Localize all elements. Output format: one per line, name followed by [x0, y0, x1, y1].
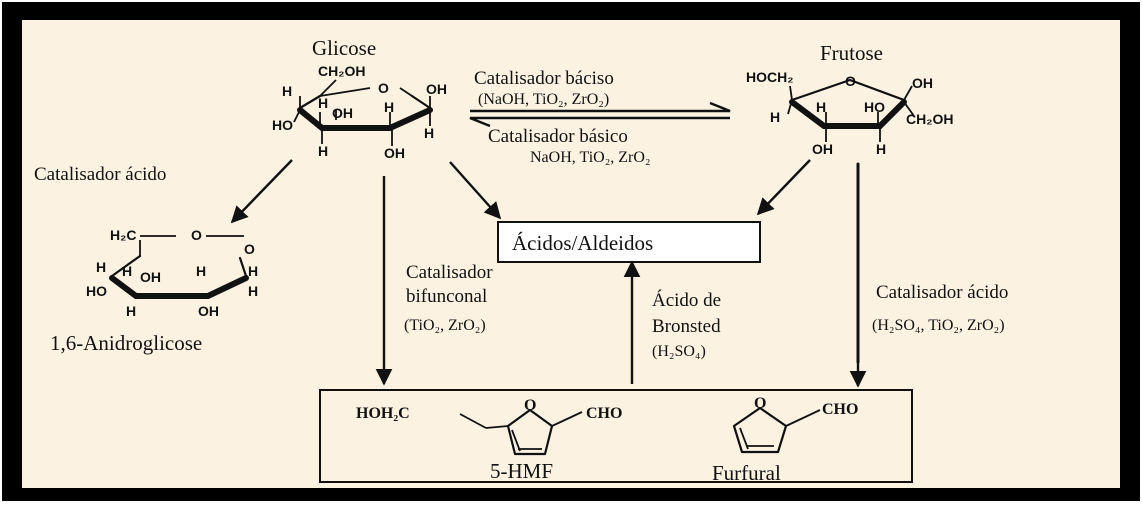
reverse-catalyst-examples: NaOH, TiO₂, ZrO₂ — [530, 149, 651, 166]
bronsted-label-1: Ácido de — [652, 289, 721, 311]
bifunctional-examples: (TiO₂, ZrO₂) — [404, 317, 486, 334]
fructose-ring-oxygen: O — [845, 73, 856, 89]
fructose-ho-c3: HO — [864, 99, 885, 115]
glucose-oh-c2: OH — [384, 145, 405, 161]
furfural-ring-oxygen: O — [754, 395, 766, 412]
arrow-glucose-to-anhydroglucose — [230, 159, 293, 224]
fructose-h-c5: H — [770, 109, 780, 125]
anhydro-h-2: H — [122, 263, 132, 279]
anhydroglucose-structure: H₂C O O H H OH HO H H H H OH 1,6-Anidrog… — [50, 227, 258, 355]
glucose-h-c5: H — [282, 83, 292, 99]
glucose-name: Glicose — [312, 36, 376, 60]
forward-catalyst-label: Catalisador báciso — [474, 68, 614, 89]
glucose-h-c1: H — [424, 125, 434, 141]
arrow-glucose-to-acids — [449, 161, 502, 220]
forward-catalyst-examples: (NaOH, TiO₂, ZrO₂) — [478, 91, 609, 108]
anhydro-ring-oxygen: O — [244, 241, 255, 257]
anhydro-h-4: H — [248, 263, 258, 279]
products-box — [319, 389, 913, 483]
fructose-ch2oh: CH₂OH — [906, 111, 953, 127]
glucose-h-c3: H — [318, 143, 328, 159]
fructose-oh-c4: OH — [812, 141, 833, 157]
arrow-fructose-to-acids — [756, 159, 811, 216]
bifunctional-label-1: Catalisador — [406, 262, 493, 283]
acids-aldehydes-label: Ácidos/Aldeidos — [512, 231, 653, 255]
bronsted-examples: (H₂SO₄) — [652, 343, 706, 360]
glucose-oh-c1: OH — [426, 81, 447, 97]
hmf-left-group: HOH₂C — [356, 405, 410, 422]
fructose-h-c3: H — [876, 141, 886, 157]
anhydro-h-1: H — [96, 259, 106, 275]
anhydroglucose-name: 1,6-Anidroglicose — [50, 331, 202, 355]
hmf-right-group: CHO — [586, 405, 622, 422]
acid-catalyst-right-examples: (H₂SO₄, TiO₂, ZrO₂) — [872, 317, 1005, 334]
glucose-h-c4: H — [318, 95, 328, 111]
anhydro-bridge-oxygen: O — [191, 227, 202, 243]
anhydro-h2c: H₂C — [110, 227, 136, 243]
glucose-h-c2: H — [384, 99, 394, 115]
glucose-oh-c3: OH — [332, 105, 353, 121]
glucose-ring-oxygen: O — [378, 80, 389, 96]
glucose-structure: Glicose CH₂OH O OH H H HO H OH H H OH — [272, 36, 447, 161]
glucose-ho-c4: HO — [272, 117, 293, 133]
anhydro-h-3: H — [196, 263, 206, 279]
bronsted-label-2: Bronsted — [652, 316, 721, 337]
fructose-name: Frutose — [820, 41, 883, 65]
hmf-name: 5-HMF — [490, 459, 553, 483]
hmf-structure: HOH₂C O CHO 5-HMF — [356, 397, 622, 483]
furfural-name: Furfural — [712, 461, 781, 485]
fructose-h-c4: H — [816, 99, 826, 115]
anhydro-ho: HO — [86, 283, 107, 299]
glucose-ch2oh: CH₂OH — [318, 63, 365, 79]
furfural-right-group: CHO — [822, 401, 858, 418]
anhydro-h-6: H — [126, 303, 136, 319]
bifunctional-label-2: bifunconal — [406, 286, 487, 307]
anhydro-oh-1: OH — [140, 269, 161, 285]
acid-catalyst-left-label: Catalisador ácido — [34, 164, 166, 185]
anhydro-oh-2: OH — [198, 303, 219, 319]
acids-aldehydes-box — [497, 221, 761, 263]
hmf-ring-oxygen: O — [524, 397, 536, 414]
furfural-structure: O CHO Furfural — [712, 395, 858, 485]
acid-catalyst-right-label: Catalisador ácido — [876, 282, 1008, 303]
fructose-oh-c2: OH — [912, 75, 933, 91]
forward-half-arrow — [470, 101, 731, 113]
reverse-catalyst-label: Catalisador básico — [488, 126, 628, 147]
fructose-structure: Frutose HOCH₂ O H H OH HO H OH CH₂OH — [746, 41, 953, 157]
reverse-half-arrow — [469, 116, 730, 128]
isomerization-equilibrium: Catalisador báciso (NaOH, TiO₂, ZrO₂) Ca… — [469, 68, 731, 166]
fructose-hoch2: HOCH₂ — [746, 69, 793, 85]
anhydro-h-5: H — [248, 283, 258, 299]
